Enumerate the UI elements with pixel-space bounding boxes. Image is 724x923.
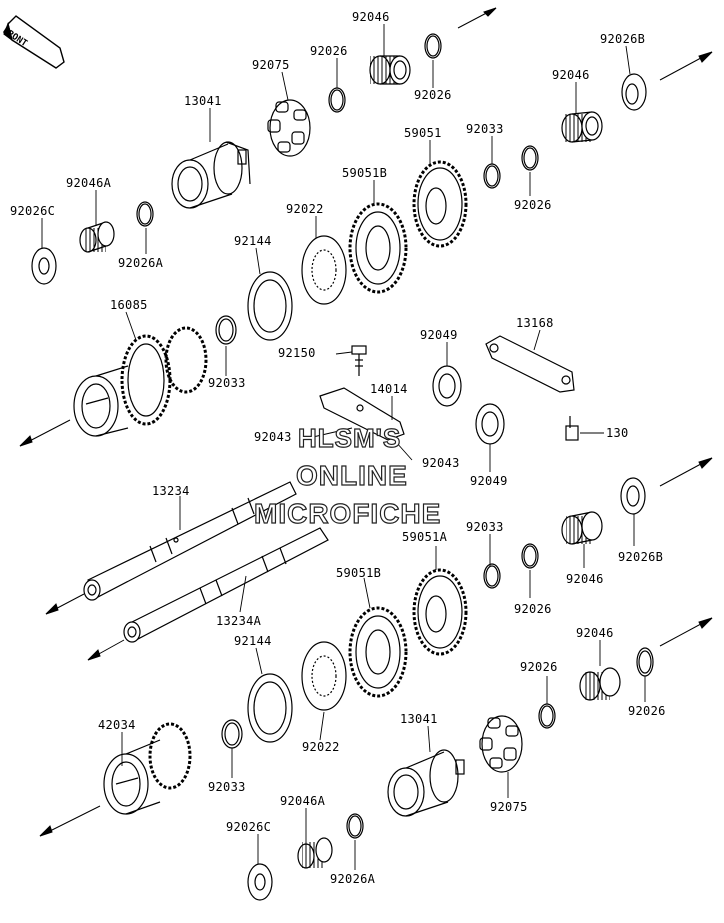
part-label: 92026	[628, 704, 666, 718]
gear-59051A	[412, 568, 468, 656]
part-label: 92046A	[280, 794, 326, 808]
part-label: 59051A	[402, 530, 448, 544]
part-label: 92022	[302, 740, 340, 754]
needle-bearing-92046-mid	[561, 511, 603, 545]
part-label: 92150	[278, 346, 316, 360]
part-label: 92075	[490, 800, 528, 814]
snap-ring	[424, 33, 442, 59]
gear-59051B-bottom	[348, 606, 408, 698]
part-label: 59051B	[342, 166, 388, 180]
snap-ring	[215, 315, 237, 345]
part-label: 92046	[352, 10, 390, 24]
bolt-130	[565, 416, 579, 441]
part-label: 92043	[254, 430, 292, 444]
watermark-line-1: HLSM'S	[297, 423, 402, 453]
part-label: 59051	[404, 126, 442, 140]
gear-59051-top	[412, 160, 468, 248]
needle-bearing-92046-top	[369, 55, 411, 85]
part-label: 92046	[566, 572, 604, 586]
washer	[247, 863, 273, 901]
part-label: 59051B	[336, 566, 382, 580]
part-label: 92026	[414, 88, 452, 102]
gear-59051B-top	[348, 202, 408, 294]
sleeve-13041-top	[171, 141, 251, 209]
part-label: 92026	[520, 660, 558, 674]
spline-washer	[301, 235, 347, 305]
part-label: 42034	[98, 718, 136, 732]
part-label: 92075	[252, 58, 290, 72]
snap-ring	[521, 543, 539, 569]
gear-cluster-16085	[73, 326, 208, 437]
needle-bearing-92046A-bottom	[297, 837, 333, 869]
part-label: 13041	[400, 712, 438, 726]
part-label: 13234	[152, 484, 190, 498]
part-label: 16085	[110, 298, 148, 312]
part-label: 92026	[310, 44, 348, 58]
part-label: 92046	[552, 68, 590, 82]
needle-bearing-92046A-top	[79, 221, 115, 253]
part-label: 92144	[234, 234, 272, 248]
shaft-13234	[83, 481, 297, 601]
needle-bearing-92046-bottom	[579, 667, 621, 701]
snap-ring	[346, 813, 364, 839]
part-label: 13234A	[216, 614, 262, 628]
part-label: 92026A	[118, 256, 164, 270]
damper-rubber-92075-bottom	[479, 715, 523, 773]
front-arrow-icon	[3, 15, 65, 69]
damper-rubber-92075-top	[267, 99, 311, 157]
spline-washer	[301, 641, 347, 711]
oil-seal	[475, 403, 505, 445]
washer	[621, 73, 647, 111]
part-label: 14014	[370, 382, 408, 396]
watermark-line-3: MICROFICHE	[253, 498, 442, 529]
part-label: 92033	[466, 122, 504, 136]
washer	[31, 247, 57, 285]
part-label: 92033	[208, 780, 246, 794]
part-label: 92026	[514, 602, 552, 616]
snap-ring	[136, 201, 154, 227]
needle-bearing-92046-right	[561, 111, 603, 143]
part-label: 13168	[516, 316, 554, 330]
thrust-washer	[247, 673, 293, 743]
snap-ring	[483, 563, 501, 589]
thrust-washer	[247, 271, 293, 341]
axis-guide-lines	[19, 7, 713, 837]
arm-13168	[485, 335, 575, 393]
part-label: 92026	[514, 198, 552, 212]
part-label: 92046	[576, 626, 614, 640]
part-label: 92043	[422, 456, 460, 470]
snap-ring	[521, 145, 539, 171]
part-label: 92033	[466, 520, 504, 534]
oil-seal	[432, 365, 462, 407]
part-label: 92033	[208, 376, 246, 390]
watermark-line-2: ONLINE	[295, 460, 408, 491]
gear-cluster-42034	[103, 722, 192, 815]
sleeve-13041-bottom	[387, 749, 465, 817]
part-label: 92026C	[226, 820, 272, 834]
part-label: 92049	[420, 328, 458, 342]
part-label: 130	[606, 426, 629, 440]
shaft-13234A	[123, 527, 329, 643]
part-label: 92022	[286, 202, 324, 216]
bolt-92150	[351, 345, 367, 376]
part-label: 92046A	[66, 176, 112, 190]
washer	[620, 477, 646, 515]
part-label: 13041	[184, 94, 222, 108]
part-label: 92026C	[10, 204, 56, 218]
lever-14014	[319, 387, 405, 441]
part-label: 92026B	[600, 32, 646, 46]
part-label: 92049	[470, 474, 508, 488]
part-label: 92144	[234, 634, 272, 648]
part-label: 92026A	[330, 872, 376, 886]
leader-lines	[41, 24, 646, 870]
part-label: 92026B	[618, 550, 664, 564]
